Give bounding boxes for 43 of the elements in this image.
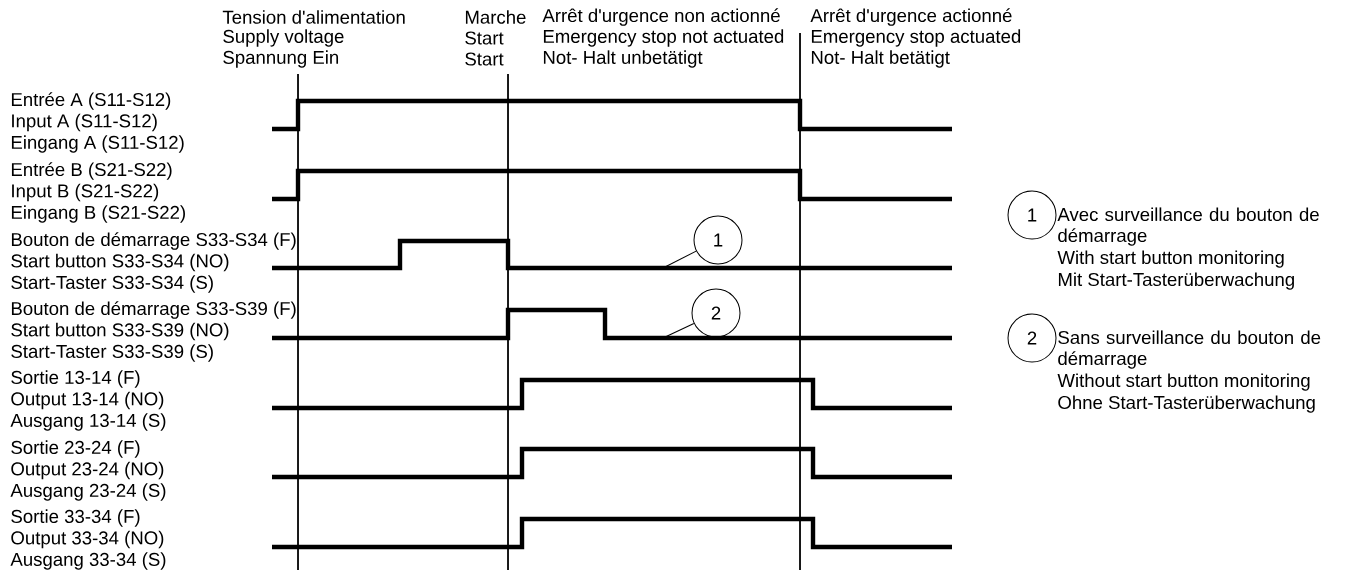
signal-label: Output 33-34 (NO) [11, 530, 164, 549]
column-heading: Not- Halt betätigt [811, 50, 950, 68]
signal-label: Start-Taster S33-S34 (S) [11, 275, 213, 293]
note-text: Avec surveillance du bouton de démarrage [1057, 207, 1319, 246]
signal-label: Entrée A (S11-S12) [11, 92, 171, 110]
column-heading: Start [465, 31, 504, 45]
callout-number: 1 [693, 215, 743, 265]
column-heading: Start [465, 52, 504, 66]
column-heading: Arrêt d'urgence non actionné [542, 8, 780, 26]
column-heading: Emergency stop not actuated [543, 29, 784, 47]
note-text: Mit Start-Tasterüberwachung [1058, 272, 1294, 290]
signal-label: Input B (S21-S22) [12, 183, 159, 202]
note-text: With start button monitoring [1057, 250, 1284, 268]
note-text: Sans surveillance du bouton de démarrage [1058, 330, 1321, 369]
note-text: Without start button monitoring [1057, 373, 1310, 391]
signal-label: Ausgang 33-34 (S) [10, 552, 166, 570]
signal-label: Bouton de démarrage S33-S34 (F) [11, 232, 296, 250]
signal-label: Start button S33-S39 (NO) [11, 322, 229, 341]
column-heading: Arrêt d'urgence actionné [810, 8, 1012, 26]
signal-label: Output 13-14 (NO) [11, 391, 164, 410]
signal-label: Ausgang 23-24 (S) [10, 483, 166, 501]
signal-label: Output 23-24 (NO) [11, 461, 164, 480]
column-heading: Not- Halt unbetätigt [543, 50, 703, 68]
signal-label: Start-Taster S33-S39 (S) [11, 344, 213, 362]
column-heading: Emergency stop actuated [811, 29, 1021, 47]
column-heading: Marche [465, 10, 526, 24]
callout-number: 1 [1007, 190, 1057, 240]
callout-number: 2 [691, 288, 741, 338]
signal-label: Ausgang 13-14 (S) [10, 413, 166, 431]
signal-label: Start button S33-S34 (NO) [11, 253, 229, 272]
signal-label: Eingang A (S11-S12) [11, 135, 184, 153]
signal-label: Sortie 23-24 (F) [11, 440, 140, 458]
column-heading: Tension d'alimentation [222, 10, 405, 24]
column-heading: Spannung Ein [223, 50, 338, 68]
callout-number: 2 [1007, 313, 1057, 363]
signal-label: Sortie 33-34 (F) [11, 509, 140, 527]
signal-label: Bouton de démarrage S33-S39 (F) [11, 301, 296, 319]
signal-label: Entrée B (S21-S22) [11, 162, 172, 180]
note-text: Ohne Start-Tasterüberwachung [1058, 395, 1315, 413]
column-heading: Supply voltage [223, 29, 344, 47]
signal-label: Sortie 13-14 (F) [11, 370, 140, 388]
signal-label: Eingang B (S21-S22) [11, 205, 185, 223]
signal-label: Input A (S11-S12) [12, 113, 157, 132]
